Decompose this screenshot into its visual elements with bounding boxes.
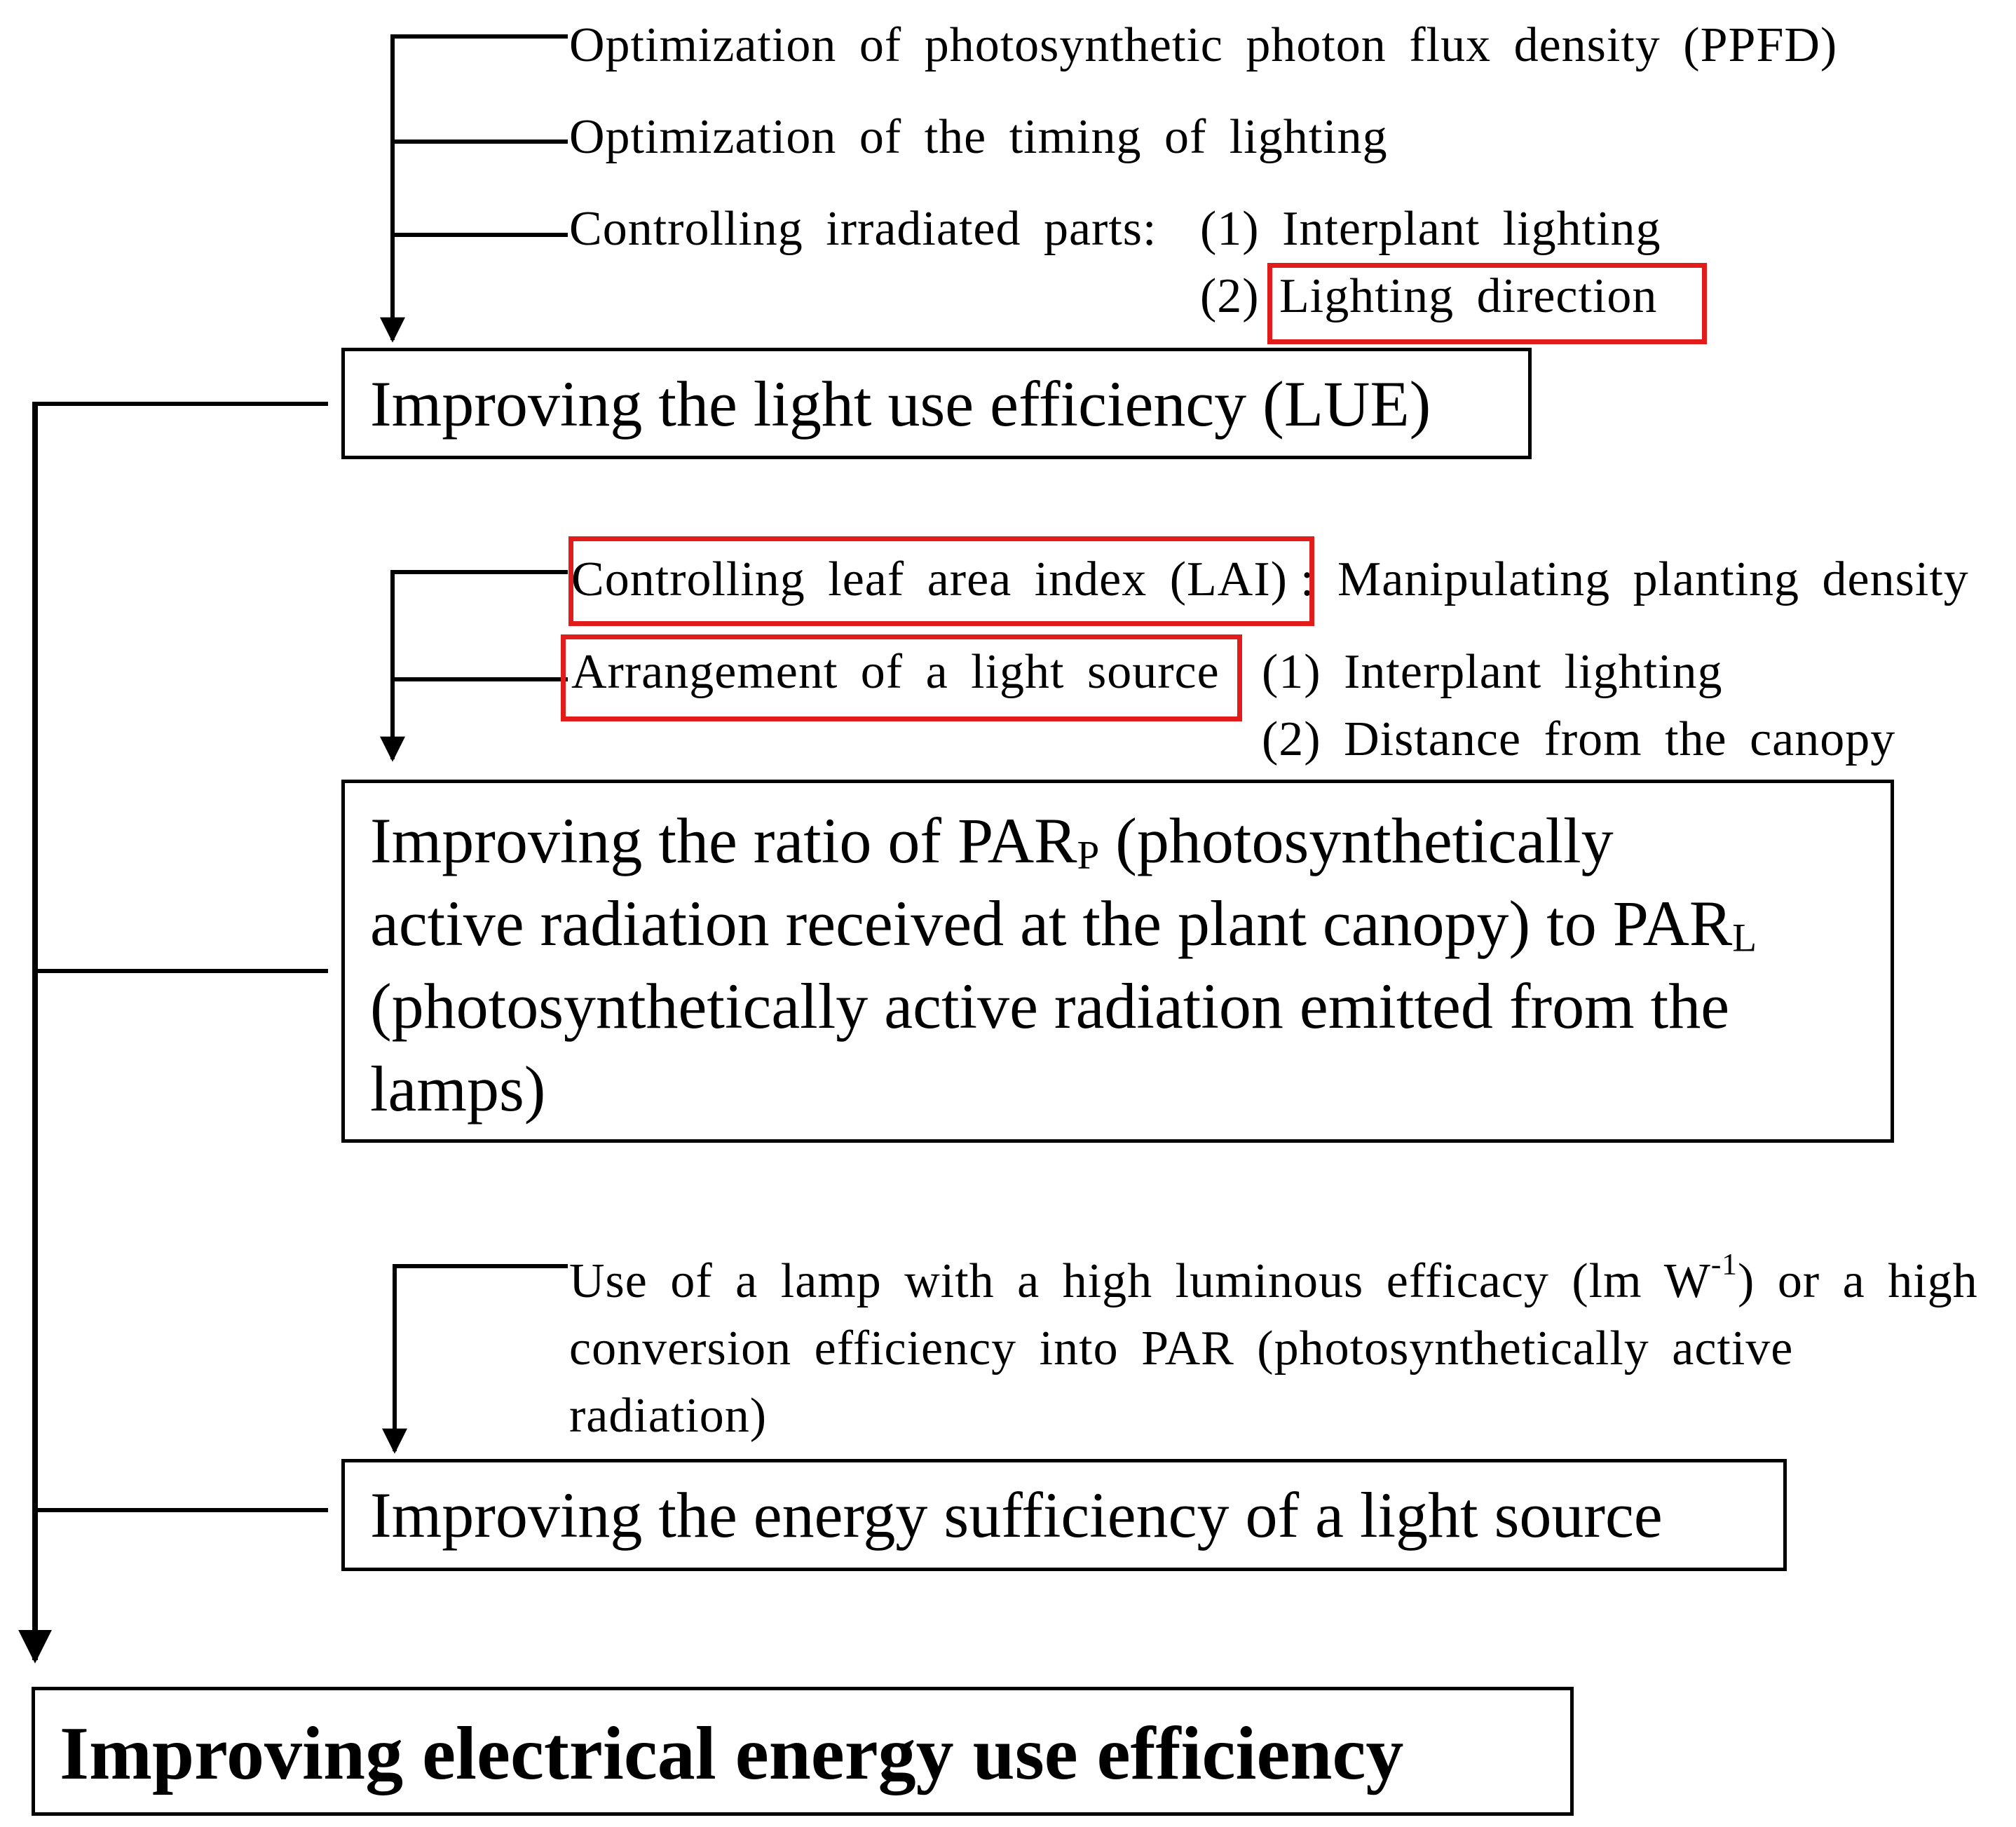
irradiated-option-1: (1) Interplant lighting (1200, 202, 1661, 256)
irradiated-option-2-number: (2) (1200, 269, 1260, 323)
par-line2-a: active radiation received at the plant c… (370, 888, 1733, 959)
energy-sufficiency-box (341, 1459, 1787, 1571)
par-ratio-box (341, 780, 1894, 1143)
arrangement-option-1: (1) Interplant lighting (1262, 645, 1723, 699)
par-line1-b: (photosynthetically (1099, 805, 1614, 876)
arrangement-option-2: (2) Distance from the canopy (1262, 712, 1896, 766)
lamp-efficacy-line3: radiation) (569, 1389, 768, 1443)
lamp-efficacy-line2: conversion efficiency into PAR (photosyn… (569, 1322, 1794, 1376)
par-line3: (photosynthetically active radiation emi… (370, 970, 1730, 1042)
par-l-subscript: L (1732, 916, 1757, 960)
highlight-lighting-direction (1267, 263, 1707, 344)
lighting-direction-text: Lighting direction (1279, 269, 1658, 323)
highlight-light-source-arrangement (561, 634, 1242, 721)
light-source-arrangement-text: Arrangement of a light source (571, 645, 1220, 699)
irradiated-parts-label: Controlling irradiated parts: (569, 202, 1157, 256)
par-p-subscript: P (1077, 833, 1100, 878)
lai-text: Controlling leaf area index (LAI) (571, 552, 1288, 606)
final-box (32, 1687, 1574, 1816)
lamp-efficacy-line1: Use of a lamp with a high luminous effic… (569, 1249, 1978, 1308)
per-watt-superscript: -1 (1710, 1247, 1738, 1282)
lamp-efficacy-line1-b: ) or a high (1738, 1254, 1978, 1308)
par-line4: lamps) (370, 1053, 546, 1125)
timing-item: Optimization of the timing of lighting (569, 110, 1388, 164)
energy-sufficiency-box-title: Improving the energy sufficiency of a li… (370, 1479, 1663, 1551)
par-line1-a: Improving the ratio of PAR (370, 805, 1077, 876)
lue-box (341, 348, 1532, 459)
ppfd-item: Optimization of photosynthetic photon fl… (569, 18, 1838, 72)
lamp-efficacy-line1-a: Use of a lamp with a high luminous effic… (569, 1254, 1711, 1308)
planting-density-text: : Manipulating planting density (1300, 552, 1969, 606)
lue-box-title: Improving the light use efficiency (LUE) (370, 368, 1431, 440)
highlight-lai (568, 536, 1314, 626)
par-ratio-box-text: Improving the ratio of PARP (photosynthe… (370, 799, 1757, 1130)
final-box-title: Improving electrical energy use efficien… (60, 1712, 1404, 1795)
